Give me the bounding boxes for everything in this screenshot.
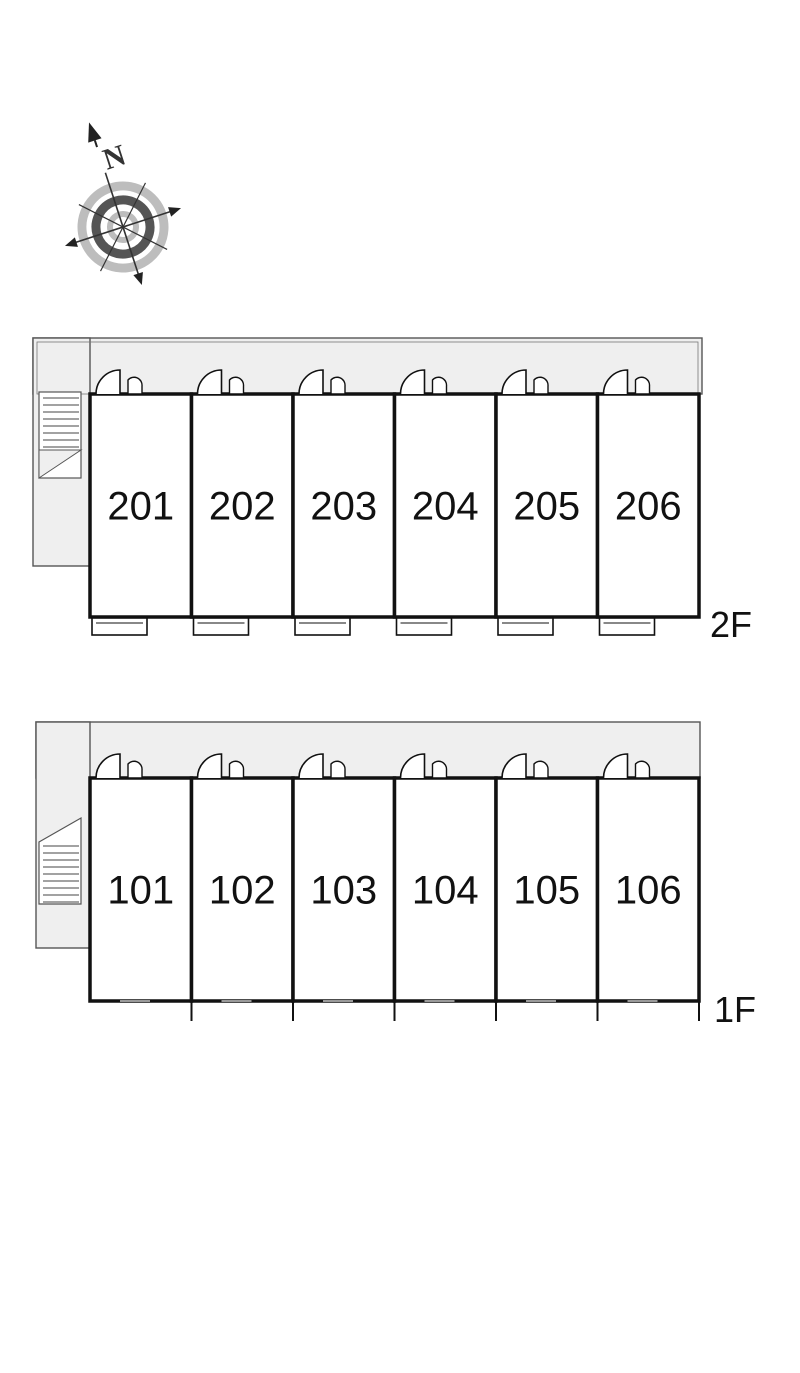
unit-202: 202 <box>189 369 295 636</box>
unit-label-205: 205 <box>513 485 580 529</box>
door-icon <box>399 369 426 395</box>
unit-label-102: 102 <box>209 869 276 913</box>
unit-101: 101 <box>88 753 194 1021</box>
door-icon <box>298 369 324 395</box>
unit-label-201: 201 <box>107 485 174 529</box>
unit-label-206: 206 <box>615 485 682 529</box>
unit-label-203: 203 <box>310 485 377 529</box>
unit-label-106: 106 <box>615 869 682 913</box>
staircase-2f <box>38 391 83 479</box>
door-icon <box>602 369 629 395</box>
unit-label-103: 103 <box>310 869 377 913</box>
unit-label-101: 101 <box>107 869 174 913</box>
door-icon <box>196 753 223 779</box>
staircase-1f <box>38 816 82 905</box>
north-label: N <box>99 138 130 176</box>
floor-1f-plan: 101 102 103 104 105 106 1F <box>35 721 756 1030</box>
balcony <box>497 617 554 636</box>
balcony <box>598 617 656 636</box>
unit-102: 102 <box>189 753 295 1021</box>
balcony <box>395 617 453 636</box>
floor-label-2f: 2F <box>710 604 752 645</box>
corridor-1f <box>35 721 701 779</box>
unit-106: 106 <box>595 753 701 1021</box>
floor-2f-plan: 201 202 203 204 205 206 2F <box>32 337 752 645</box>
door-icon <box>501 753 527 779</box>
unit-label-204: 204 <box>412 485 479 529</box>
door-icon <box>298 753 324 779</box>
unit-204: 204 <box>392 369 498 636</box>
balcony <box>91 617 148 636</box>
compass-icon: N <box>64 122 182 286</box>
door-icon <box>95 753 121 779</box>
unit-103: 103 <box>291 753 397 1021</box>
door-icon <box>196 369 223 395</box>
unit-201: 201 <box>88 369 194 636</box>
unit-label-104: 104 <box>412 869 479 913</box>
door-icon <box>399 753 426 779</box>
unit-label-202: 202 <box>209 485 276 529</box>
door-icon <box>602 753 629 779</box>
floor-label-1f: 1F <box>714 989 756 1030</box>
unit-205: 205 <box>494 369 600 636</box>
unit-105: 105 <box>494 753 600 1021</box>
balcony <box>192 617 250 636</box>
unit-206: 206 <box>595 369 701 636</box>
unit-label-105: 105 <box>513 869 580 913</box>
door-icon <box>501 369 527 395</box>
door-icon <box>95 369 121 395</box>
balcony <box>294 617 351 636</box>
unit-203: 203 <box>291 369 397 636</box>
unit-104: 104 <box>392 753 498 1021</box>
